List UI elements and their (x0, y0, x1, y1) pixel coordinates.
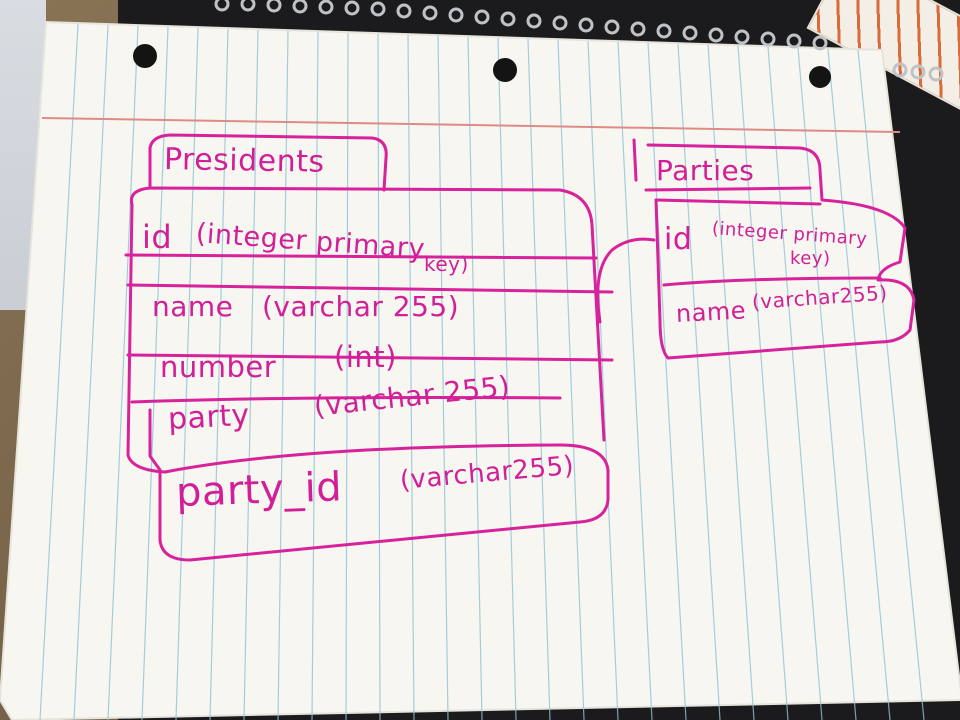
relation-connector (596, 237, 656, 324)
spiral-binding (214, 0, 944, 82)
binder-hole (133, 44, 157, 68)
rule-lines (39, 23, 925, 720)
binder-hole (493, 58, 517, 82)
margin-line (41, 117, 901, 133)
presidents-table-outline (124, 133, 614, 562)
parties-table-outline (632, 138, 916, 360)
paper-sheet (0, 20, 960, 720)
binder-hole (809, 66, 831, 88)
